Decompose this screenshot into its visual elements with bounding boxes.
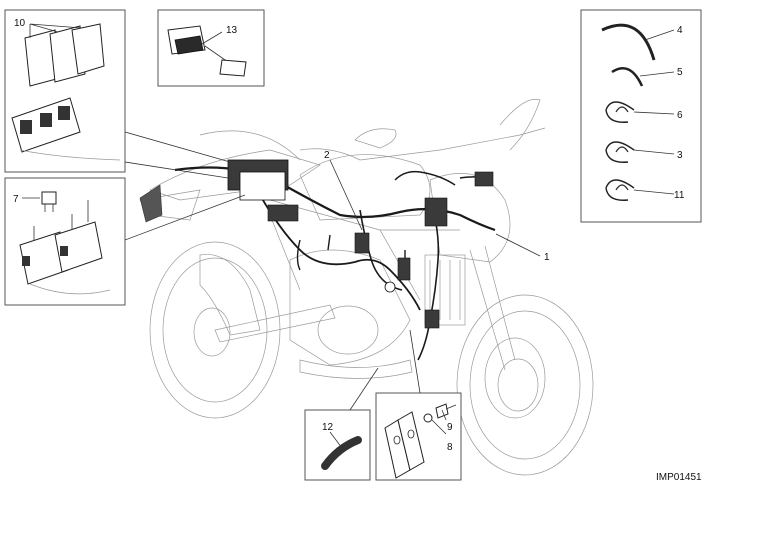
callout-10: 10 [14,18,26,29]
box-7-leader [124,194,246,241]
reference-code: IMP01451 [656,472,702,483]
motorcycle-outline [139,98,594,476]
box-12-leader [349,367,379,411]
callout-6: 6 [677,110,683,121]
box-8-9-leader [409,329,421,394]
callout-12: 12 [322,422,334,433]
callout-13: 13 [226,25,238,36]
callout-1: 1 [544,252,550,263]
callout-3: 3 [677,150,683,161]
box-10-leader [124,131,231,179]
detail-box-fuse: 7 [4,177,126,306]
callout-7: 7 [13,194,19,205]
detail-box-parts-8-9: 9 8 [375,392,462,481]
detail-box-clips: 4 5 6 3 11 [580,9,702,223]
detail-box-part-12: 12 [304,409,371,481]
callout-9: 9 [447,422,453,433]
callout-8: 8 [447,442,453,453]
callout-4: 4 [677,25,683,36]
detail-box-part-13: 13 [157,9,265,87]
detail-box-relays: 10 [4,9,126,173]
callout-5: 5 [677,67,683,78]
callout-11: 11 [674,190,685,201]
callout-2: 2 [324,150,330,161]
main-callouts: 2 1 [324,150,550,263]
wiring-harness [174,159,496,361]
